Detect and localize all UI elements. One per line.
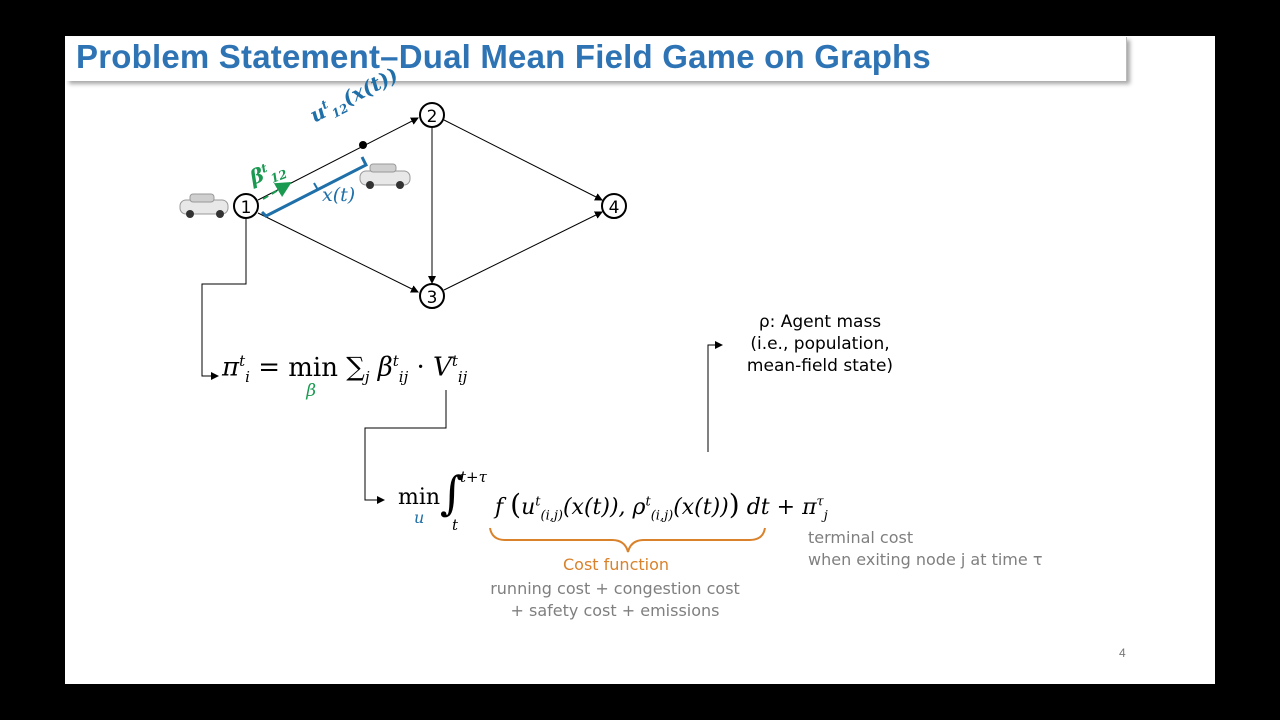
connector-control-to-mass <box>707 341 723 452</box>
title-bar <box>66 37 1127 81</box>
svg-text:4: 4 <box>609 198 620 218</box>
svg-text:1: 1 <box>241 198 252 218</box>
connector-value-to-control <box>364 390 447 504</box>
position-bracket <box>260 156 369 218</box>
cost-function-title: Cost function <box>563 555 670 574</box>
integral-upper-limit: t+τ <box>460 468 487 486</box>
edge-3-4 <box>443 211 603 291</box>
node-4: 4 <box>601 193 627 219</box>
min-operator: min <box>398 485 441 510</box>
slide-canvas <box>65 36 1215 684</box>
integral-lower-limit: t <box>452 516 459 534</box>
min-variable: u <box>414 508 425 527</box>
node-3: 3 <box>419 283 445 309</box>
integral-sign: ∫ <box>440 466 464 520</box>
agent-position-dot <box>359 141 367 149</box>
integrand: f (ut(i,j)(x(t)), ρt(i,j)(x(t))) dt + πτ… <box>495 488 828 524</box>
position-label: x(t) <box>322 184 356 206</box>
page-number: 4 <box>1119 646 1126 660</box>
connector-node1-to-value <box>201 218 247 380</box>
car-icon-left <box>179 193 229 218</box>
edge-2-4 <box>443 119 603 201</box>
agent-mass-note: ρ: Agent mass (i.e., population, mean-fi… <box>746 312 894 376</box>
slide-title: Problem Statement–Dual Mean Field Game o… <box>76 38 931 75</box>
node-1: 1 <box>233 193 259 219</box>
cost-function-description: running cost + congestion cost + safety … <box>490 579 740 620</box>
edge-1-3 <box>257 212 419 293</box>
svg-text:3: 3 <box>427 288 438 308</box>
node-2: 2 <box>419 102 445 128</box>
terminal-cost-note: terminal cost when exiting node j at tim… <box>808 528 1043 569</box>
svg-text:2: 2 <box>427 107 438 127</box>
beta-arrow <box>262 181 292 200</box>
car-icon-edge <box>359 163 411 189</box>
cost-function-brace <box>489 527 766 553</box>
